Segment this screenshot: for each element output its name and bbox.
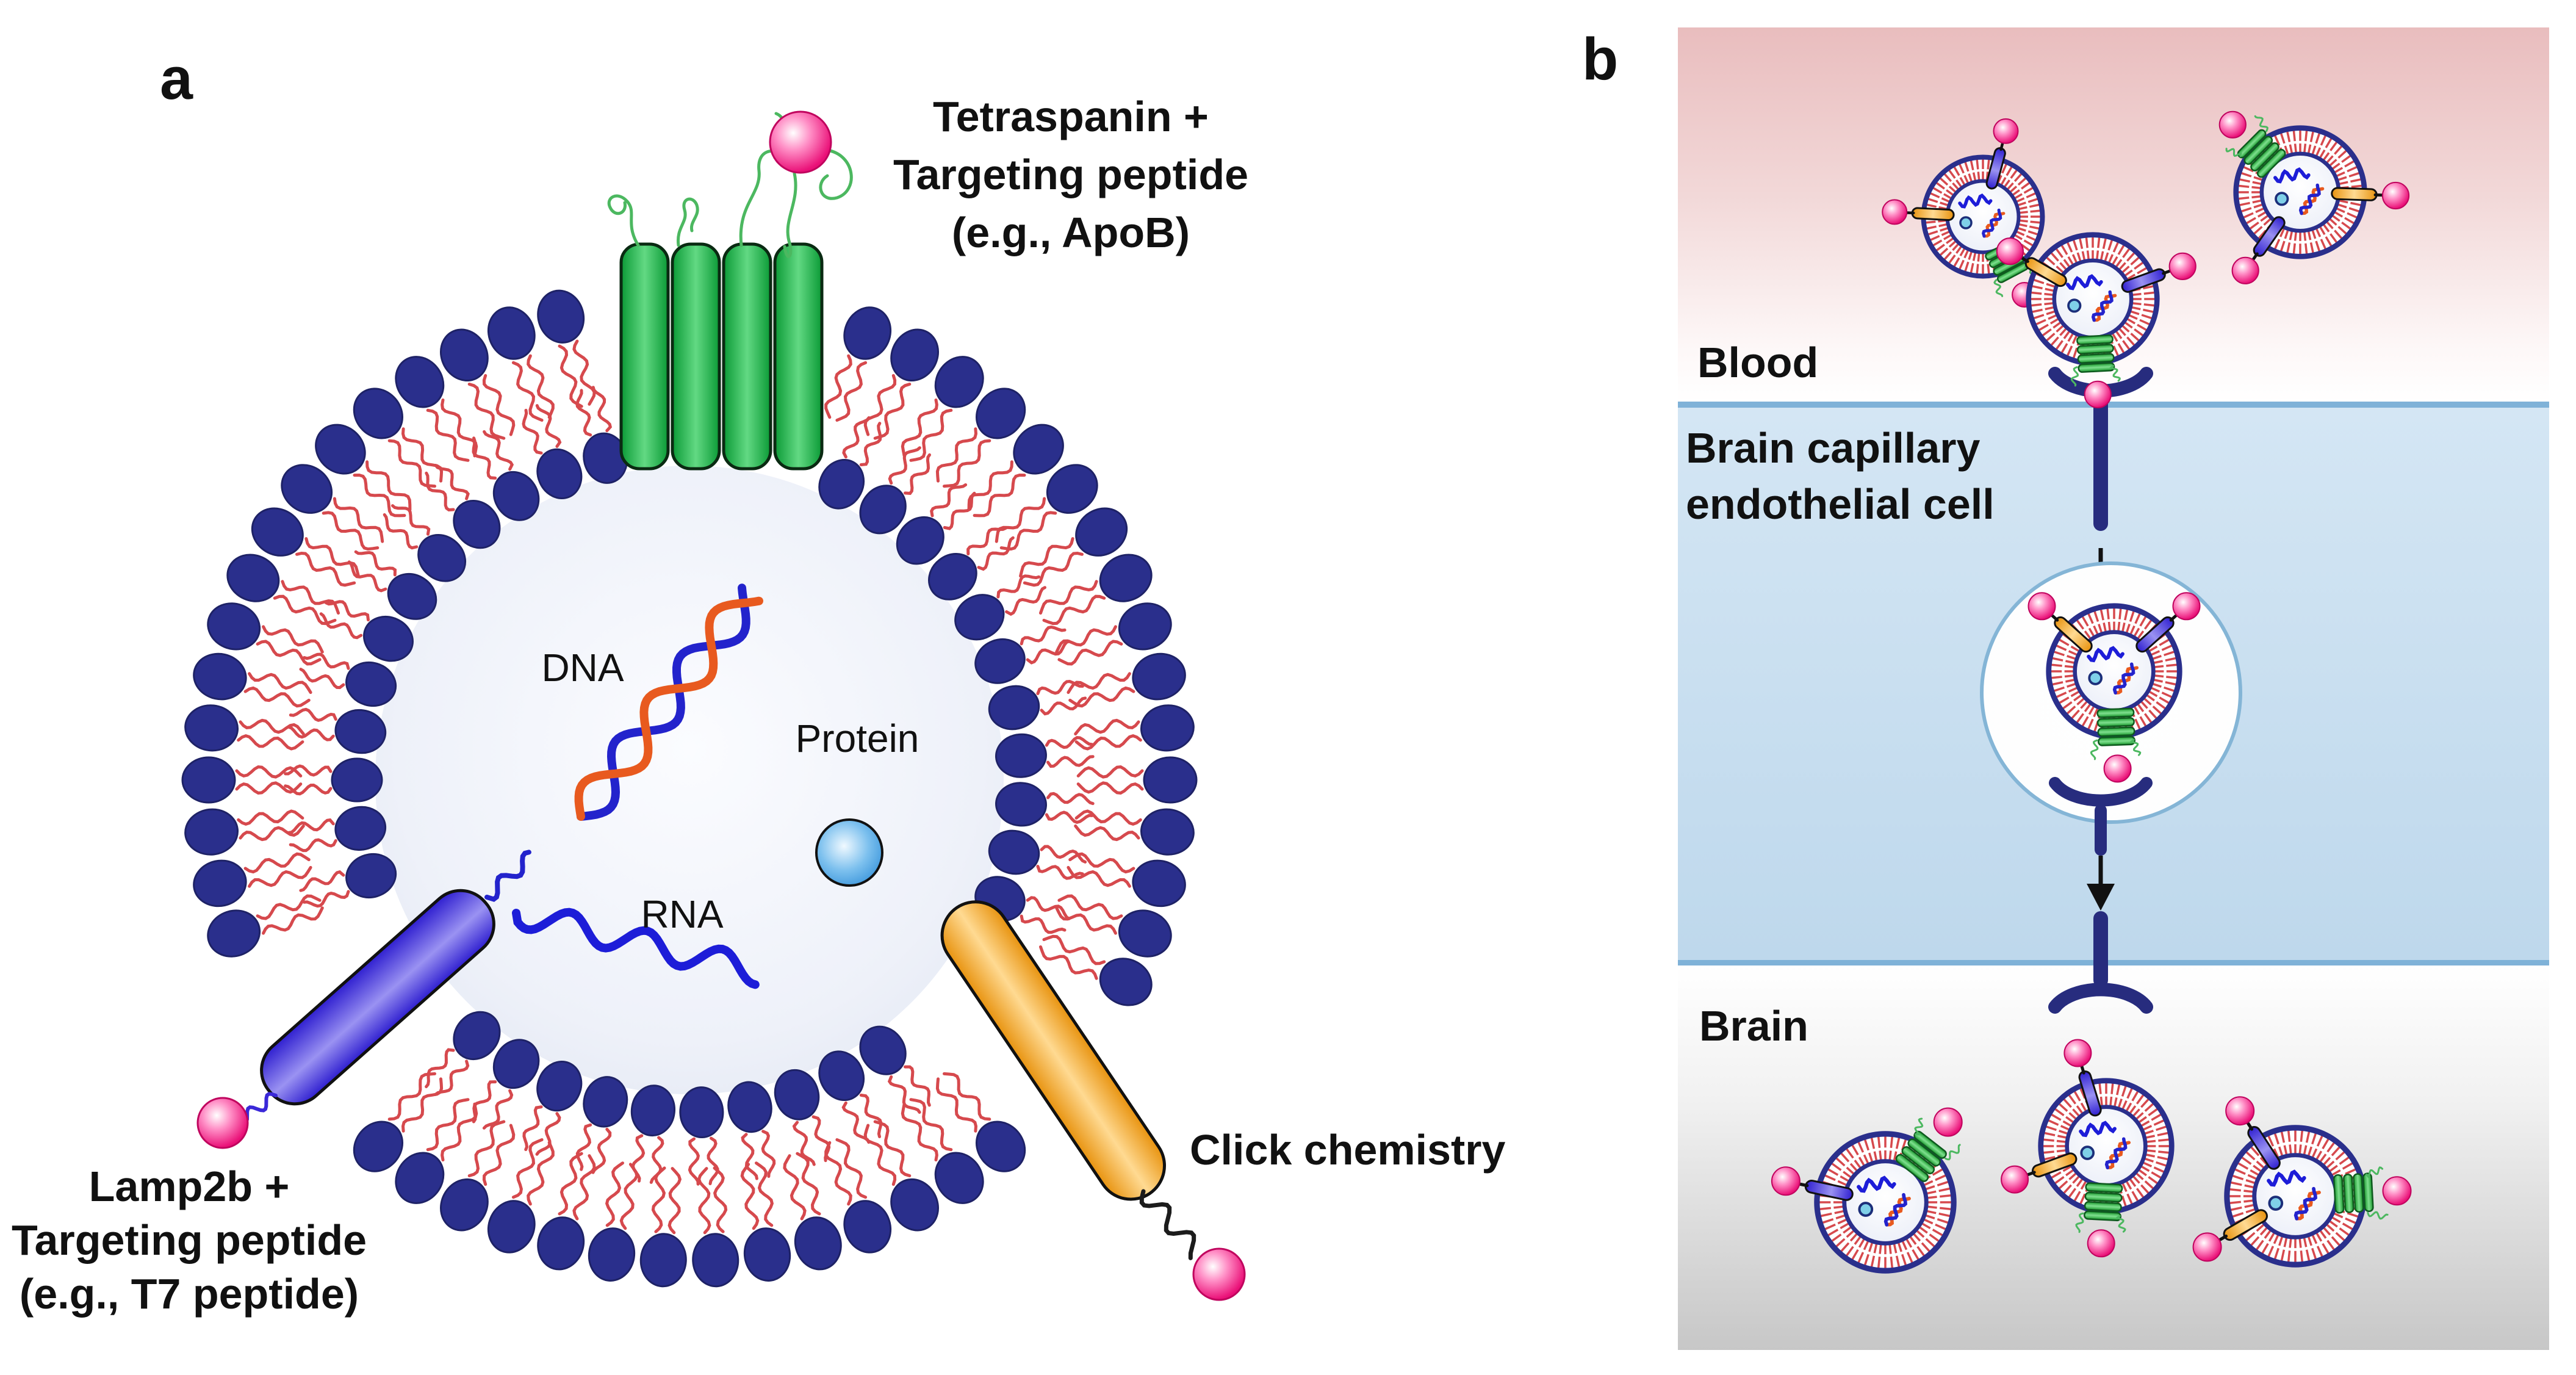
tetraspanin-coil-bar (1895, 1153, 1929, 1182)
lamp2b-label-line2: Targeting peptide (12, 1216, 367, 1264)
lamp2b-label-line3: (e.g., T7 peptide) (20, 1270, 359, 1318)
transcytosis-arrow (2087, 856, 2115, 911)
exosome-icons (1771, 110, 2412, 1274)
tetraspanin-coil-bar (2084, 1210, 2121, 1222)
tetraspanin-coil-bar (2085, 1182, 2123, 1193)
targeting-peptide-ball (1993, 118, 2019, 144)
tetraspanin-coil-bar (2333, 1174, 2345, 1214)
tetraspanin-coil-bar (2084, 1201, 2122, 1212)
dna-label: DNA (541, 646, 624, 690)
targeting-peptide-ball-left (196, 1097, 249, 1149)
exosome-icon (2027, 592, 2201, 783)
tetraspanin-protein (619, 242, 824, 471)
exosome-icon (1996, 232, 2196, 409)
click-linker (1139, 1189, 1196, 1260)
targeting-peptide-ball (2382, 1176, 2412, 1206)
click-chemistry-label: Click chemistry (1190, 1126, 1506, 1174)
tetraspanin-coil-bar (2353, 1173, 2364, 1213)
tetraspanin-coil-bar (2243, 135, 2273, 165)
tetraspanin-coil-bar (1907, 1138, 1941, 1167)
endothelial-label-line1: Brain capillary (1686, 424, 1981, 472)
tetraspanin-label-line2: Targeting peptide (893, 151, 1248, 198)
targeting-peptide-ball (2087, 1229, 2115, 1258)
targeting-peptide-ball (1882, 199, 1908, 225)
targeting-peptide-ball (2168, 252, 2196, 280)
targeting-peptide-ball (2231, 256, 2259, 284)
apical-membrane-line (1678, 402, 2549, 408)
membrane-rod-protein (2331, 187, 2378, 201)
blood-region-label: Blood (1697, 339, 1818, 386)
lipid-bilayer-membrane (181, 289, 1198, 1288)
tetraspanin-coil-bar (2096, 717, 2135, 727)
tetraspanin-coil-bar (2076, 334, 2114, 345)
tetraspanin-coil-bar (2362, 1172, 2374, 1212)
brain-region-label: Brain (1699, 1002, 1808, 1050)
targeting-peptide-ball-top (769, 110, 832, 174)
targeting-peptide-ball (1771, 1166, 1801, 1196)
tetraspanin-coil-bar (2096, 707, 2135, 718)
tetraspanin-label-line3: (e.g., ApoB) (952, 209, 1190, 256)
tetraspanin-coil-bar (2097, 726, 2135, 737)
lamp2b-label-line1: Lamp2b + (89, 1163, 290, 1210)
targeting-peptide-ball (2225, 1096, 2255, 1126)
exosome-icon (1771, 1107, 1963, 1274)
targeting-peptide-ball (2103, 754, 2132, 783)
basal-membrane-line (1678, 960, 2549, 965)
protein-sphere (815, 818, 883, 887)
tetraspanin-coil-bar (2076, 344, 2114, 355)
tetraspanin-coil-bar (2098, 735, 2135, 746)
targeting-peptide-ball (2172, 592, 2201, 621)
targeting-peptide-ball (2084, 380, 2112, 409)
exosome-lumen (375, 466, 1004, 1094)
panel-b: b Blood Brain capillary endothelial cell… (1582, 26, 2549, 1350)
receptor-cup-basal (2048, 983, 2153, 1014)
tetraspanin-coil-bar (2343, 1174, 2355, 1213)
lamp2b-linkers (245, 850, 531, 1122)
exosome-icon (2192, 1096, 2412, 1268)
panel-a: a (12, 45, 1506, 1318)
rna-label: RNA (641, 892, 723, 936)
targeting-peptide-ball (2218, 110, 2247, 139)
targeting-peptide-ball (2381, 181, 2410, 210)
targeting-peptide-ball (1933, 1107, 1963, 1137)
tetraspanin-coil-bar (1901, 1146, 1935, 1175)
endothelial-label-line2: endothelial cell (1686, 480, 1995, 528)
tetraspanin-coil-bar (2078, 362, 2115, 373)
targeting-peptide-ball-right (1192, 1247, 1246, 1301)
tetraspanin-coil-bar (2237, 129, 2267, 159)
cargo-molecules (512, 583, 763, 989)
panel-a-letter: a (160, 45, 193, 112)
targeting-peptide-ball (2063, 1039, 2092, 1067)
tetraspanin-coil-bar (2250, 142, 2279, 171)
tetraspanin-coil-bar (1913, 1130, 1947, 1159)
tetraspanin-coil-bar (2084, 1191, 2123, 1203)
targeting-peptide-ball (1996, 237, 2024, 265)
targeting-peptide-ball (2027, 592, 2056, 621)
exosome-icon (2001, 1039, 2175, 1258)
tetraspanin-coil-bar (2077, 353, 2115, 364)
tetraspanin-label-line1: Tetraspanin + (933, 93, 1209, 140)
click-anchor-protein (940, 900, 1166, 1201)
targeting-peptide-ball (2001, 1165, 2029, 1194)
membrane-rod-protein (1911, 207, 1955, 222)
exosome-icon (2218, 110, 2410, 284)
protein-label: Protein (796, 716, 919, 760)
targeting-peptide-ball (2192, 1232, 2222, 1262)
panel-b-letter: b (1582, 26, 1618, 92)
receptor-cup-endosome (2049, 777, 2153, 807)
tetraspanin-coil-bar (2256, 148, 2286, 178)
